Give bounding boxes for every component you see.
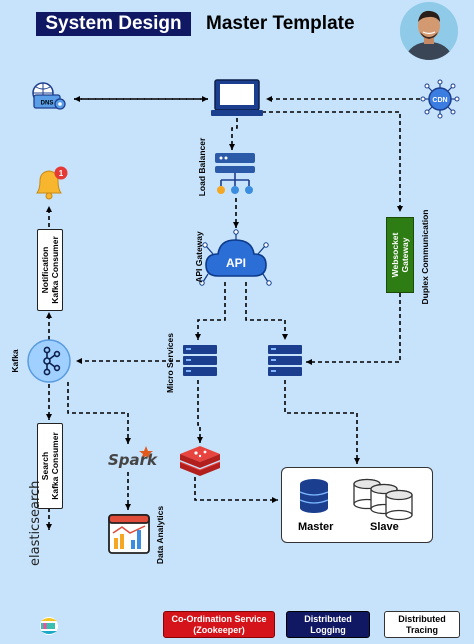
websocket-gateway-box: Websocket Gateway xyxy=(386,217,414,293)
edge-redis-db xyxy=(194,477,278,503)
legend-tracing-line-1: Distributed xyxy=(398,614,446,624)
elasticsearch-logo-icon xyxy=(40,617,58,635)
slave-database-icons xyxy=(353,478,413,521)
legend-distributed-tracing: Distributed Tracing xyxy=(384,611,460,638)
notification-badge-count: 1 xyxy=(59,169,64,178)
edge-api-ms1 xyxy=(195,282,226,340)
database-panel-graphics xyxy=(299,478,413,521)
load-balancer-label: Load Balancer xyxy=(197,137,207,197)
diagram-title: System Design xyxy=(36,12,191,36)
author-avatar xyxy=(400,2,458,60)
websocket-gateway-line-2: Gateway xyxy=(400,237,410,273)
kafka-label: Kafka xyxy=(10,349,20,373)
notification-consumer-box: Notification Kafka Consumer xyxy=(37,229,63,311)
notification-consumer-line-2: Kafka Consumer xyxy=(50,236,60,304)
kafka-icon xyxy=(27,339,71,383)
websocket-gateway-line-1: Websocket xyxy=(390,232,400,278)
dns-icon xyxy=(32,82,66,110)
microservice-server-1-icon xyxy=(183,345,217,376)
legend-logging-line-1: Distributed xyxy=(304,614,352,624)
search-consumer-label: Search Kafka Consumer xyxy=(40,432,60,500)
api-gateway-icon xyxy=(199,229,272,286)
slave-label: Slave xyxy=(370,521,399,533)
spark-label: Spark xyxy=(108,451,158,469)
master-label: Master xyxy=(298,521,334,533)
diagram-subtitle: Master Template xyxy=(206,13,355,34)
redis-icon xyxy=(179,446,221,476)
legend-tracing-line-2: Tracing xyxy=(405,624,438,635)
notification-consumer-label: Notification Kafka Consumer xyxy=(40,236,60,304)
edge-kafka-spark xyxy=(67,382,131,444)
load-balancer-icon xyxy=(215,153,255,194)
microservice-server-2-icon xyxy=(268,345,302,376)
api-gateway-label: API Gateway xyxy=(194,231,204,283)
cdn-icon xyxy=(420,79,460,119)
search-consumer-box: Search Kafka Consumer xyxy=(37,423,63,509)
spark-icon xyxy=(139,446,153,459)
client-computer-icon xyxy=(211,79,263,116)
legend-logging-line-2: Logging xyxy=(310,624,346,635)
dns-label: DNS xyxy=(41,101,54,107)
edge-ws-ms2 xyxy=(306,293,401,365)
websocket-gateway-label: Websocket Gateway xyxy=(390,233,410,278)
edge-ms1-redis xyxy=(197,380,203,443)
edge-api-ms2 xyxy=(245,282,288,340)
search-consumer-line-2: Kafka Consumer xyxy=(50,432,60,500)
data-analytics-icon xyxy=(108,514,150,554)
data-analytics-label: Data Analytics xyxy=(155,505,165,565)
api-cloud-label: API xyxy=(226,256,246,270)
legend-coordination-line-1: Co-Ordination Service xyxy=(171,614,267,624)
cdn-label: CDN xyxy=(432,97,447,104)
legend-distributed-logging: Distributed Logging xyxy=(286,611,370,638)
edge-client-ws xyxy=(262,111,403,212)
edge-client-lb xyxy=(229,118,238,150)
legend-coordination-service: Co-Ordination Service (Zookeeper) xyxy=(163,611,275,638)
notification-consumer-line-1: Notification xyxy=(40,246,50,294)
edge-ms2-db xyxy=(284,380,360,464)
duplex-communication-label: Duplex Communication xyxy=(420,209,430,305)
legend-coordination-line-2: (Zookeeper) xyxy=(193,624,245,635)
notification-bell-icon xyxy=(36,166,68,200)
master-database-icon xyxy=(299,479,329,513)
database-panel: Master Slave xyxy=(281,467,433,543)
elasticsearch-label: elasticsearch xyxy=(28,480,43,566)
micro-services-label: Micro Services xyxy=(165,333,175,394)
